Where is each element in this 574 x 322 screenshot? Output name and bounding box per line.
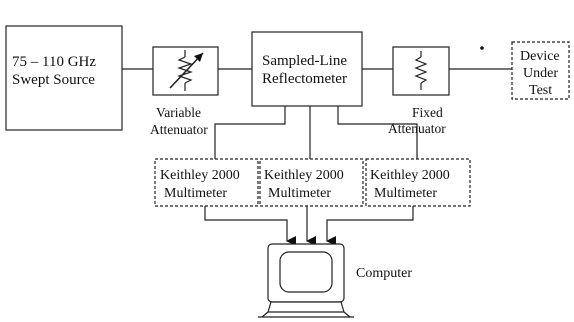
resistor-icon	[414, 51, 428, 90]
multimeter-3-block: Keithley 2000 Multimeter	[365, 158, 471, 207]
fixed-attenuator-label-line1: Fixed	[412, 105, 443, 120]
swept-source-freq-label: 75 – 110 GHz	[12, 54, 96, 70]
dut-label-line2: Under	[523, 66, 558, 81]
multimeter-1-block: Keithley 2000 Multimeter	[154, 158, 259, 207]
device-under-test-block: Device Under Test	[511, 41, 570, 100]
fixed-attenuator-block: Fixed Attenuator	[388, 46, 450, 136]
computer-label: Computer	[356, 266, 412, 281]
reflectometer-label-line1: Sampled-Line	[262, 53, 347, 69]
swept-source-block: 75 – 110 GHz Swept Source	[5, 25, 123, 131]
variable-attenuator-label-line1: Variable	[156, 105, 201, 120]
reflectometer-to-multimeter-wires	[214, 106, 418, 159]
multimeter-1-label-line1: Keithley 2000	[160, 168, 240, 183]
dut-label-line3: Test	[529, 83, 552, 98]
multimeter-to-computer-wires	[204, 206, 414, 246]
computer-icon	[258, 243, 354, 318]
connection-dot	[480, 46, 484, 50]
variable-attenuator-block: Variable Attenuator	[150, 46, 219, 137]
multimeter-3-label-line2: Multimeter	[374, 186, 437, 201]
variable-resistor-icon	[169, 50, 204, 91]
multimeter-1-label-line2: Multimeter	[164, 186, 227, 201]
multimeter-2-label-line2: Multimeter	[268, 186, 331, 201]
multimeter-2-label-line1: Keithley 2000	[264, 168, 344, 183]
variable-attenuator-label-line2: Attenuator	[150, 122, 208, 137]
reflectometer-block: Sampled-Line Reflectometer	[251, 31, 363, 107]
multimeter-2-block: Keithley 2000 Multimeter	[259, 158, 364, 207]
swept-source-name-label: Swept Source	[12, 72, 95, 88]
dut-label-line1: Device	[520, 49, 560, 64]
multimeter-3-label-line1: Keithley 2000	[370, 168, 450, 183]
reflectometer-label-line2: Reflectometer	[262, 71, 347, 87]
